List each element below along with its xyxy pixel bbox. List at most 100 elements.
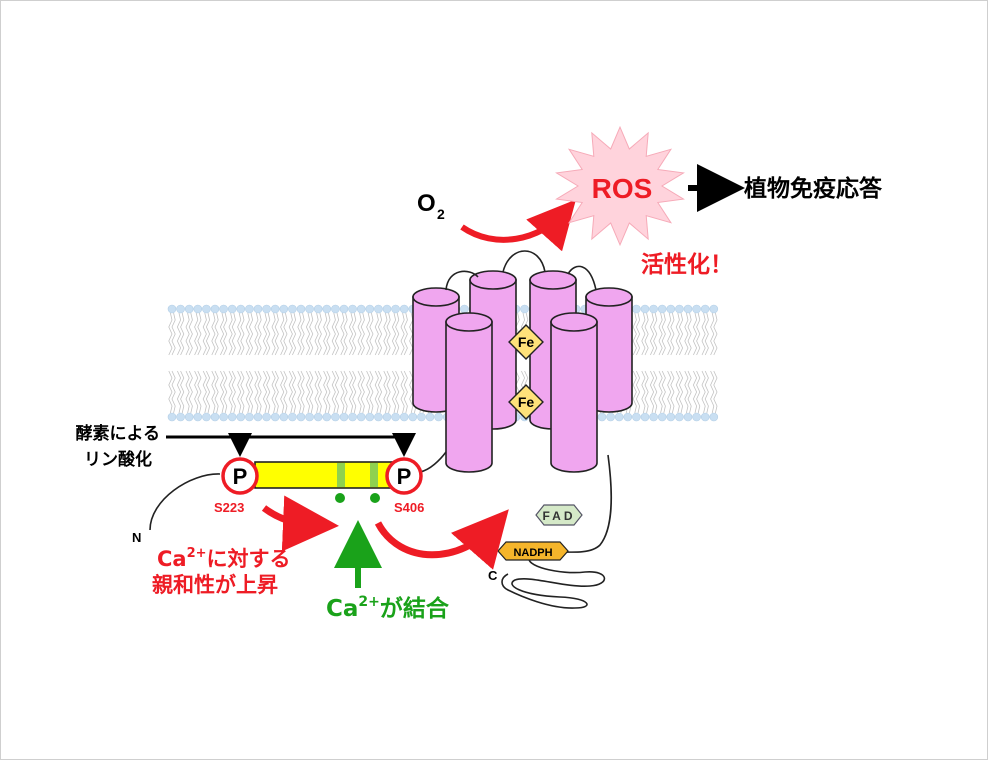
lipid-head <box>288 304 297 314</box>
o2-subscript: 2 <box>437 206 445 222</box>
lipid-tail <box>211 312 216 356</box>
lipid-tail <box>309 312 314 356</box>
activation-label: 活性化！ <box>641 251 733 278</box>
lipid-tail <box>237 312 242 356</box>
lipid-tail <box>288 370 293 414</box>
lipid-head <box>245 304 254 314</box>
lipid-tail <box>692 312 698 356</box>
lipid-tail <box>670 312 675 356</box>
lipid-tail <box>257 312 262 356</box>
lipid-tail <box>168 312 173 356</box>
lipid-tail <box>194 312 199 356</box>
svg-text:Fe: Fe <box>518 394 535 410</box>
lipid-head <box>700 304 710 314</box>
lipid-tail <box>271 312 276 356</box>
activation-arrow <box>374 509 509 570</box>
lipid-head <box>270 412 280 422</box>
ros-burst <box>555 125 685 247</box>
lipid-head <box>649 412 658 422</box>
lipid-tail <box>240 370 245 414</box>
lipid-head <box>356 304 366 314</box>
lipid-head <box>288 412 297 422</box>
svg-text:P: P <box>233 464 248 489</box>
lipid-tail <box>357 370 362 414</box>
lipid-tail <box>340 312 345 356</box>
lipid-tail <box>386 312 391 356</box>
lipid-tail <box>696 370 701 414</box>
lipid-head <box>683 412 693 422</box>
lipid-tail <box>400 370 405 414</box>
lipid-head <box>262 412 271 422</box>
lipid-tail <box>357 312 362 356</box>
ros-label: ROS <box>592 173 653 204</box>
lipid-head <box>227 304 237 314</box>
lipid-head <box>313 412 323 422</box>
svg-text:FAD: FAD <box>543 509 576 523</box>
lipid-tail <box>632 370 637 414</box>
lipid-tail <box>185 312 190 356</box>
lipid-tail <box>632 312 637 356</box>
lipid-tail <box>283 312 288 356</box>
site-label-s406: S406 <box>394 500 424 515</box>
lipid-head <box>176 304 185 314</box>
lipid-tail <box>684 312 689 356</box>
lipid-head <box>675 412 684 422</box>
lipid-head <box>322 304 332 314</box>
lipid-tail <box>180 370 185 414</box>
lipid-tail <box>343 312 348 356</box>
lipid-tail <box>297 312 302 356</box>
lipid-tail <box>352 370 357 414</box>
o2-label: O <box>417 190 436 217</box>
lipid-tail <box>710 312 715 356</box>
lipid-tail <box>704 312 709 356</box>
lipid-head <box>666 412 676 422</box>
lipid-head <box>279 412 289 422</box>
immune-response-label: 植物免疫応答 <box>744 175 883 202</box>
lipid-tail <box>331 312 336 356</box>
lipid-tail <box>254 312 259 356</box>
lipid-tail <box>214 370 219 414</box>
lipid-head <box>683 304 693 314</box>
lipid-tail <box>383 370 388 414</box>
lipid-tail <box>661 370 666 414</box>
lipid-tail <box>223 370 228 414</box>
o2-to-ros-arrow <box>460 199 576 252</box>
lipid-tail <box>710 370 715 414</box>
lipid-head <box>692 412 701 422</box>
lipid-tail <box>377 312 383 356</box>
lipid-tail <box>678 370 684 414</box>
lipid-tail <box>223 312 228 356</box>
ca-affinity-label-line2: 親和性が上昇 <box>152 573 278 597</box>
lipid-tail <box>219 312 225 356</box>
lipid-head <box>675 304 684 314</box>
site-label-s223: S223 <box>214 500 244 515</box>
lipid-head <box>614 412 624 422</box>
lipid-tail <box>205 312 211 356</box>
lipid-tail <box>713 370 718 414</box>
lipid-tail <box>314 370 319 414</box>
lipid-tail <box>400 312 405 356</box>
lipid-tail <box>658 370 663 414</box>
lipid-tail <box>675 370 680 414</box>
lipid-head <box>709 304 719 314</box>
lipid-head <box>184 412 194 422</box>
lipid-tail <box>701 312 706 356</box>
lipid-head <box>176 412 185 422</box>
lipid-tail <box>377 370 383 414</box>
lipid-tail <box>653 370 658 414</box>
lipid-head <box>296 412 306 422</box>
lipid-head <box>391 304 400 314</box>
helix-front-2 <box>550 312 598 473</box>
lipid-head <box>606 412 615 422</box>
lipid-head <box>700 412 710 422</box>
lipid-tail <box>334 370 340 414</box>
lipid-head <box>365 412 375 422</box>
lipid-tail <box>185 370 190 414</box>
affinity-arrow <box>261 495 339 552</box>
lipid-tail <box>188 370 193 414</box>
lipid-head <box>262 304 271 314</box>
lipid-head <box>597 412 607 422</box>
lipid-head <box>219 304 228 314</box>
lipid-head <box>331 304 340 314</box>
lipid-tail <box>334 312 340 356</box>
